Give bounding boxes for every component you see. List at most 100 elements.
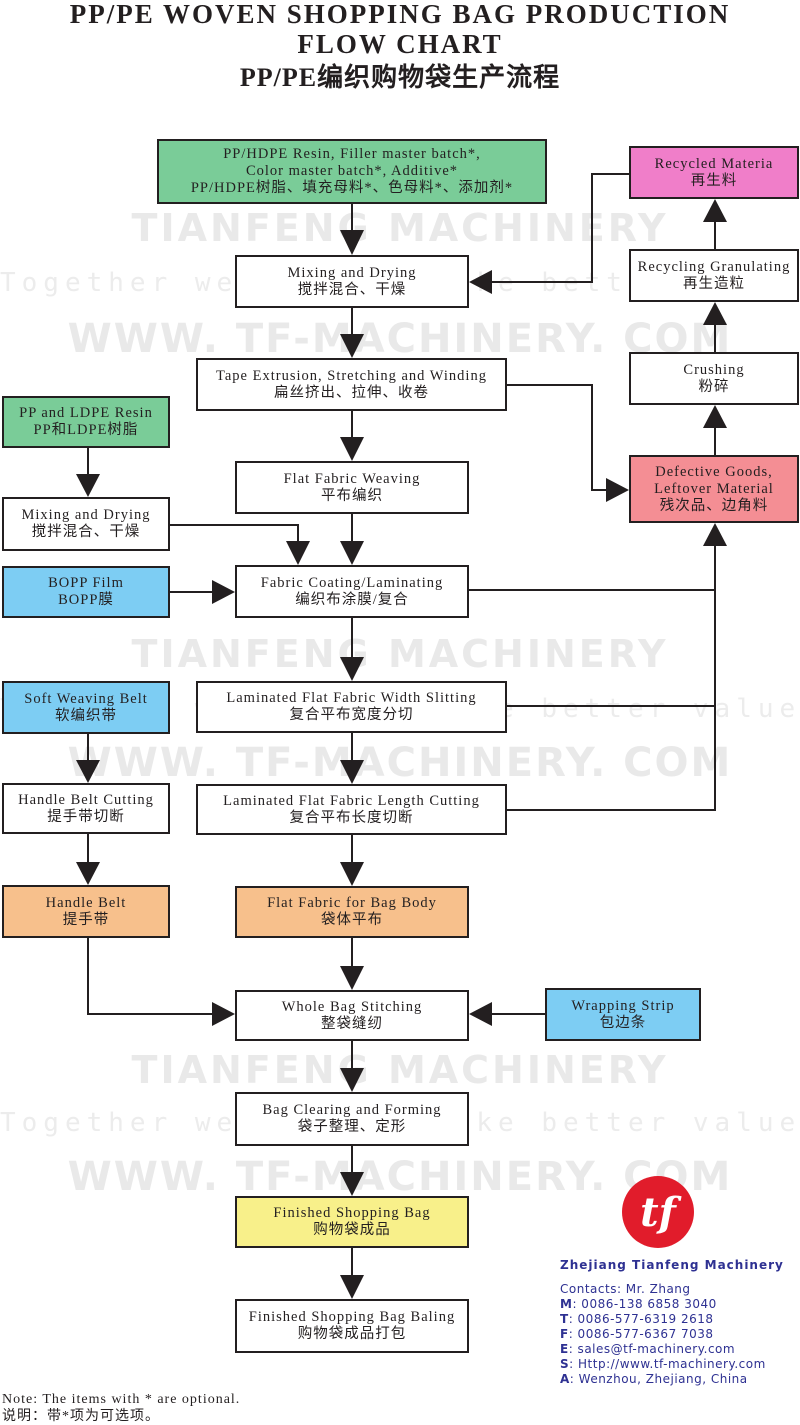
- arrowhead: [212, 580, 235, 604]
- arrowhead: [340, 1068, 364, 1092]
- arrowhead: [340, 1172, 364, 1196]
- node-bag-body: Flat Fabric for Bag Body 袋体平布: [235, 886, 469, 938]
- node-label: Defective Goods,: [655, 463, 773, 480]
- node-coating: Fabric Coating/Laminating 编织布涂膜/复合: [235, 565, 469, 618]
- watermark-brand: TIANFENG MACHINERY: [131, 1048, 669, 1092]
- node-label-zh: 扁丝挤出、拉伸、收卷: [274, 384, 429, 401]
- node-clearing: Bag Clearing and Forming 袋子整理、定形: [235, 1092, 469, 1146]
- node-label: Fabric Coating/Laminating: [260, 574, 444, 591]
- node-label: Laminated Flat Fabric Length Cutting: [223, 792, 480, 809]
- node-flat-weaving: Flat Fabric Weaving 平布编织: [235, 461, 469, 514]
- contact-site: S: Http://www.tf-machinery.com: [560, 1357, 766, 1371]
- arrowhead: [286, 541, 310, 565]
- node-label-zh: 提手带: [62, 911, 110, 928]
- node-crushing: Crushing 粉碎: [629, 352, 799, 405]
- node-label: Laminated Flat Fabric Width Slitting: [226, 690, 477, 706]
- node-label: Recycling Granulating: [637, 258, 791, 275]
- node-label-zh: 再生料: [690, 172, 738, 189]
- watermark-url: WWW. TF-MACHINERY. COM: [67, 316, 733, 362]
- node-finished-bag: Finished Shopping Bag 购物袋成品: [235, 1196, 469, 1248]
- node-label-zh: 购物袋成品: [313, 1222, 391, 1238]
- node-label-zh: 袋子整理、定形: [297, 1119, 407, 1135]
- contact-email: E: sales@tf-machinery.com: [560, 1342, 736, 1356]
- node-label: Handle Belt: [45, 894, 127, 911]
- node-bopp-film: BOPP Film BOPP膜: [2, 566, 170, 618]
- node-wrapping-strip: Wrapping Strip 包边条: [545, 988, 701, 1041]
- title-line-3: PP/PE编织购物袋生产流程: [239, 63, 561, 92]
- node-label: BOPP Film: [48, 575, 124, 591]
- node-soft-belt: Soft Weaving Belt 软编织带: [2, 681, 170, 734]
- node-recycled-material: Recycled Materia 再生料: [629, 146, 799, 199]
- contact-tel: T: 0086-577-6319 2618: [560, 1312, 714, 1326]
- node-label: Mixing and Drying: [21, 507, 151, 523]
- node-tape-extrusion: Tape Extrusion, Stretching and Winding 扁…: [196, 358, 507, 411]
- arrowhead: [340, 230, 364, 255]
- node-defective-goods: Defective Goods, Leftover Material 残次品、边…: [629, 455, 799, 523]
- node-belt-cutting: Handle Belt Cutting 提手带切断: [2, 783, 170, 834]
- node-label-zh: 软编织带: [55, 707, 117, 724]
- arrowhead: [703, 302, 727, 325]
- arrowhead: [340, 334, 364, 358]
- note-en: Note: The items with * are optional.: [2, 1392, 241, 1407]
- note-zh: 说明：带*项为可选项。: [2, 1409, 160, 1424]
- arrowhead: [469, 1002, 492, 1026]
- node-label-zh: 复合平布宽度分切: [289, 707, 414, 723]
- node-label-zh: 搅拌混合、干燥: [297, 281, 407, 298]
- line-cutting-waste: [507, 546, 716, 811]
- node-label-zh: 提手带切断: [47, 808, 125, 825]
- node-label: PP/HDPE Resin, Filler master batch*,: [223, 146, 481, 162]
- node-label-zh: PP/HDPE树脂、填充母料*、色母料*、添加剂*: [190, 180, 514, 196]
- arrowhead: [703, 523, 727, 546]
- node-raw-materials: PP/HDPE Resin, Filler master batch*, Col…: [157, 139, 547, 204]
- node-handle-belt: Handle Belt 提手带: [2, 885, 170, 938]
- arrowhead: [606, 478, 629, 502]
- contact-mobile: M: 0086-138 6858 3040: [560, 1297, 717, 1311]
- node-label: Whole Bag Stitching: [281, 998, 423, 1015]
- node-label-zh: PP和LDPE树脂: [33, 422, 139, 438]
- node-label: Mixing and Drying: [287, 264, 417, 281]
- arrowhead: [212, 1002, 235, 1026]
- node-label: Bag Clearing and Forming: [262, 1102, 442, 1118]
- node-label-zh: 整袋缝纫: [321, 1015, 383, 1032]
- node-mixing-drying-main: Mixing and Drying 搅拌混合、干燥: [235, 255, 469, 308]
- node-stitching: Whole Bag Stitching 整袋缝纫: [235, 990, 469, 1041]
- node-label: Soft Weaving Belt: [24, 690, 148, 707]
- node-label: Crushing: [683, 361, 745, 378]
- node-label: Handle Belt Cutting: [18, 791, 154, 808]
- node-label-zh: 编织布涂膜/复合: [295, 591, 409, 608]
- node-width-slitting: Laminated Flat Fabric Width Slitting 复合平…: [196, 681, 507, 733]
- contact-address: A: Wenzhou, Zhejiang, China: [560, 1372, 748, 1386]
- arrowhead: [340, 760, 364, 784]
- arrow-handlebelt-to-stitching: [87, 938, 212, 1015]
- contact-fax: F: 0086-577-6367 7038: [560, 1327, 714, 1341]
- node-pp-ldpe-resin: PP and LDPE Resin PP和LDPE树脂: [2, 396, 170, 448]
- node-label-zh: 残次品、边角料: [659, 497, 769, 514]
- node-recycling-granulating: Recycling Granulating 再生造粒: [629, 249, 799, 302]
- node-label-zh: 平布编织: [321, 487, 383, 504]
- arrow-recycled-to-mixing: [492, 173, 629, 283]
- node-label: Recycled Materia: [654, 155, 774, 172]
- node-length-cutting: Laminated Flat Fabric Length Cutting 复合平…: [196, 784, 507, 835]
- node-label: Flat Fabric Weaving: [283, 470, 421, 487]
- watermark-url: WWW. TF-MACHINERY. COM: [67, 1154, 733, 1200]
- node-label: Finished Shopping Bag: [273, 1205, 431, 1221]
- node-label-zh: BOPP膜: [58, 592, 114, 608]
- node-label: PP and LDPE Resin: [19, 405, 153, 421]
- node-label: Tape Extrusion, Stretching and Winding: [216, 367, 487, 384]
- node-label: Leftover Material: [654, 480, 774, 497]
- node-label: Color master batch*, Additive*: [245, 163, 459, 179]
- watermark-brand: TIANFENG MACHINERY: [131, 632, 669, 676]
- node-baling: Finished Shopping Bag Baling 购物袋成品打包: [235, 1299, 469, 1353]
- arrowhead: [76, 760, 100, 783]
- node-label-zh: 购物袋成品打包: [297, 1326, 407, 1342]
- arrowhead: [340, 862, 364, 886]
- arrowhead: [340, 966, 364, 990]
- arrow-sidemixing-to-coating: [170, 524, 299, 541]
- logo-text: tf: [640, 1188, 676, 1236]
- watermark-url: WWW. TF-MACHINERY. COM: [67, 740, 733, 786]
- contact-block: Contacts: Mr. Zhang M: 0086-138 6858 304…: [560, 1282, 766, 1387]
- node-mixing-drying-side: Mixing and Drying 搅拌混合、干燥: [2, 497, 170, 551]
- arrow-extrusion-to-defective: [507, 384, 606, 491]
- arrowhead: [469, 270, 492, 294]
- arrowhead: [76, 862, 100, 885]
